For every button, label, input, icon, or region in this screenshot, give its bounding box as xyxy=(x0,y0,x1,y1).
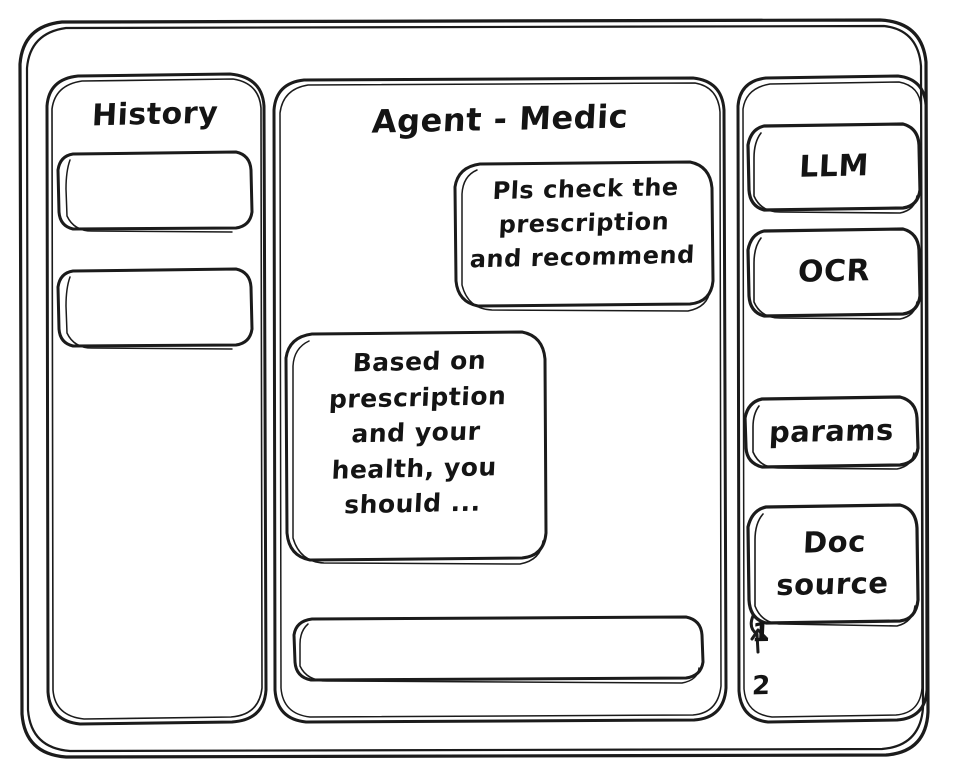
tool-button-llm[interactable]: LLM xyxy=(748,124,920,210)
tool-button-params[interactable]: params xyxy=(745,397,918,467)
history-item[interactable] xyxy=(58,269,253,347)
assistant-message-text: Based on prescription and your health, y… xyxy=(328,345,508,520)
tool-button-ocr[interactable]: OCR xyxy=(748,229,920,316)
doc-source-item[interactable]: 2 xyxy=(751,671,772,702)
tool-button-label: LLM xyxy=(798,148,870,185)
user-message-bubble: Pls check the prescription and recommend xyxy=(455,162,713,307)
user-message-text: Pls check the prescription and recommend xyxy=(469,173,696,274)
assistant-message-bubble: Based on prescription and your health, y… xyxy=(286,332,546,560)
doc-source-item[interactable]: 1 xyxy=(751,618,772,649)
history-panel-title: History xyxy=(91,95,220,134)
composer-input[interactable] xyxy=(294,617,704,681)
tool-button-doc-source[interactable]: Doc source xyxy=(748,505,919,623)
page-title: Agent - Medic xyxy=(370,97,630,141)
tool-button-label: params xyxy=(768,412,895,450)
tool-button-label: Doc source xyxy=(775,524,890,603)
history-item[interactable] xyxy=(58,152,253,230)
tool-button-label: OCR xyxy=(797,253,871,290)
